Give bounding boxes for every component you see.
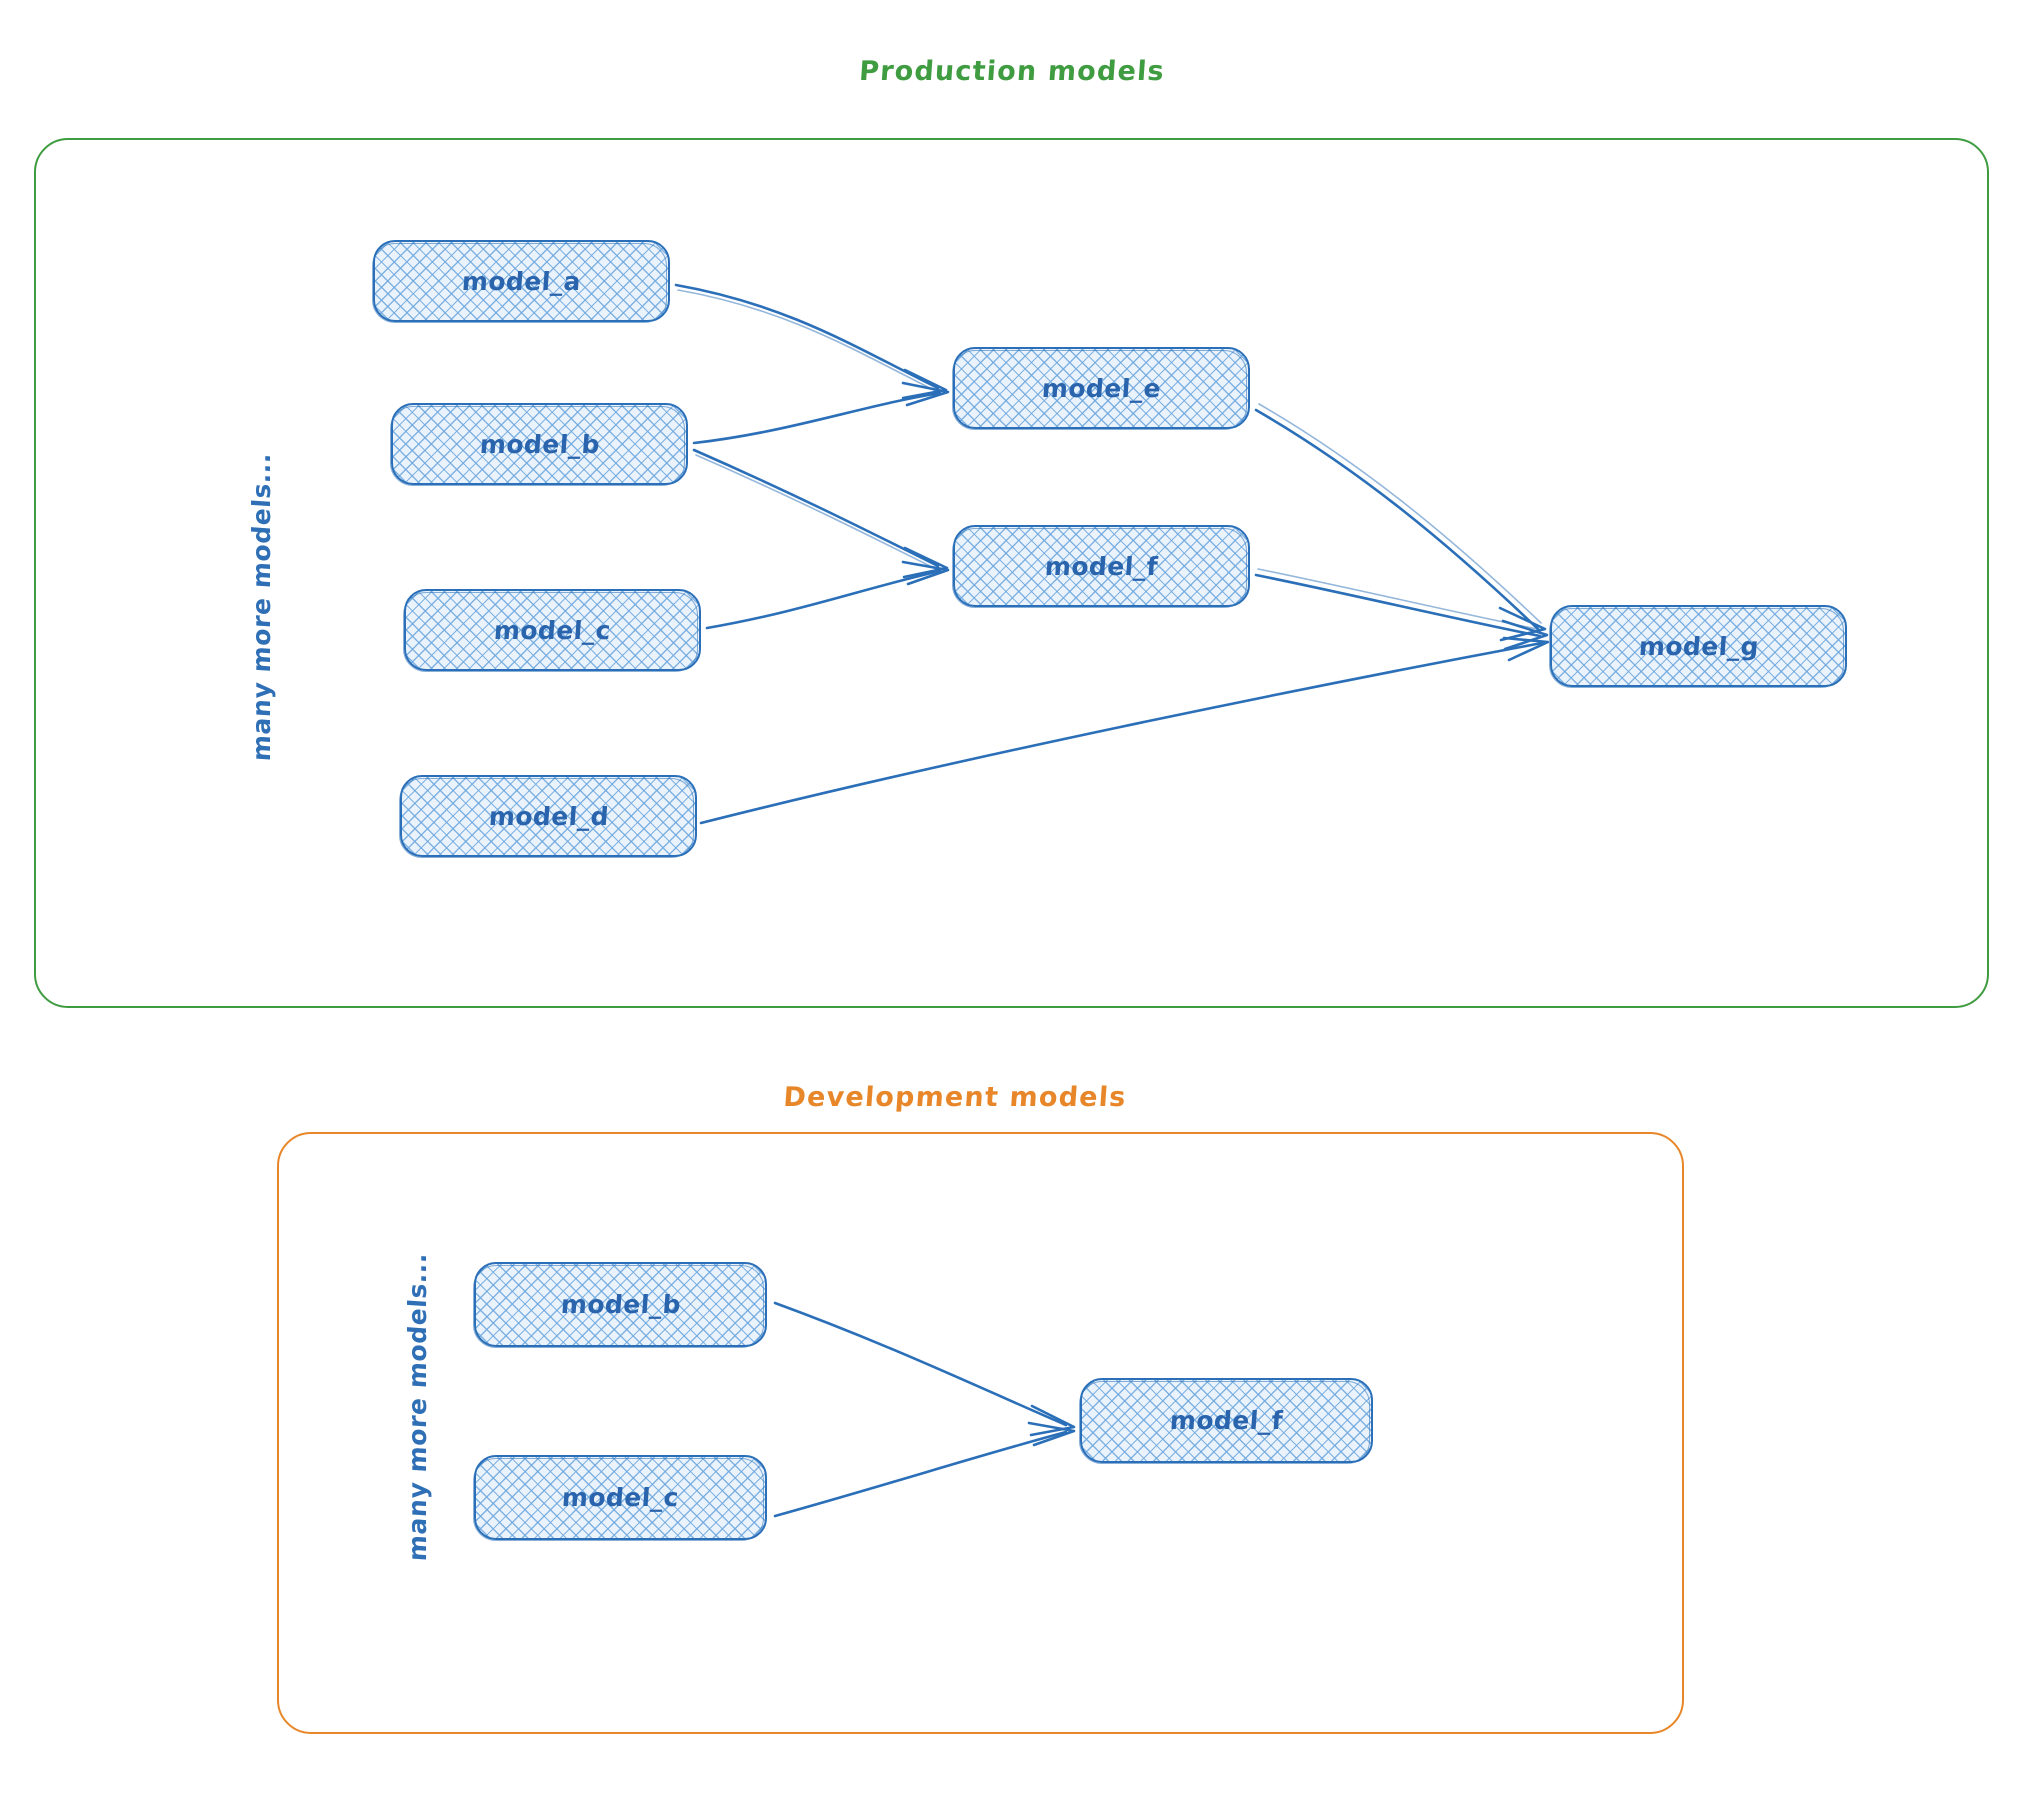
node-dev-model-c[interactable]: model_c bbox=[473, 1455, 767, 1541]
development-group-title: Development models bbox=[782, 1082, 1128, 1113]
node-prod-model-e[interactable]: model_e bbox=[952, 347, 1250, 430]
node-prod-model-f[interactable]: model_f bbox=[952, 525, 1250, 608]
node-label: model_c bbox=[493, 615, 612, 645]
production-group-frame bbox=[34, 138, 1989, 1008]
development-group-frame bbox=[277, 1132, 1684, 1734]
production-group-title: Production models bbox=[858, 56, 1166, 87]
node-prod-model-g[interactable]: model_g bbox=[1549, 605, 1847, 688]
node-prod-model-c[interactable]: model_c bbox=[403, 589, 701, 672]
node-dev-model-b[interactable]: model_b bbox=[473, 1262, 767, 1348]
node-label: model_g bbox=[1637, 631, 1760, 661]
node-label: model_a bbox=[461, 266, 582, 296]
node-prod-model-b[interactable]: model_b bbox=[390, 403, 688, 486]
node-prod-model-a[interactable]: model_a bbox=[372, 240, 670, 323]
node-dev-model-f[interactable]: model_f bbox=[1079, 1378, 1373, 1464]
development-side-label: many more models... bbox=[403, 1251, 432, 1563]
node-prod-model-d[interactable]: model_d bbox=[399, 775, 697, 858]
node-label: model_b bbox=[559, 1290, 682, 1319]
node-label: model_e bbox=[1041, 373, 1162, 403]
node-label: model_f bbox=[1169, 1406, 1284, 1435]
node-label: model_b bbox=[478, 429, 601, 459]
node-label: model_c bbox=[561, 1483, 680, 1512]
node-label: model_d bbox=[487, 801, 610, 831]
production-side-label: many more models... bbox=[247, 451, 276, 763]
node-label: model_f bbox=[1044, 551, 1159, 581]
